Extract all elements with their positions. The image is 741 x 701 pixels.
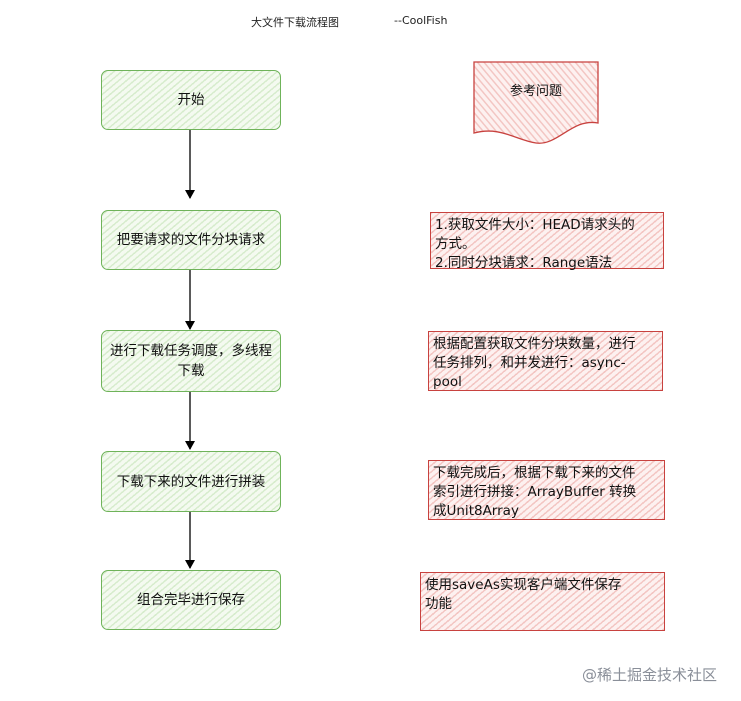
step-save-label: 组合完毕进行保存	[137, 592, 245, 608]
watermark: @稀土掘金技术社区	[582, 666, 718, 684]
note-schedule: 根据配置获取文件分块数量，进行 任务排列，和并发进行：async- pool	[428, 331, 663, 391]
step-start: 开始	[101, 70, 281, 130]
note-1-line-2: 方式。	[435, 236, 476, 252]
step-assemble: 下载下来的文件进行拼装	[101, 451, 281, 512]
step-start-label: 开始	[177, 92, 205, 108]
reference-document-shape	[473, 61, 599, 144]
note-2-line-2: 任务排列，和并发进行：async-	[433, 355, 626, 371]
note-1-line-3: 2.同时分块请求：Range语法	[435, 255, 613, 271]
step-save: 组合完毕进行保存	[101, 570, 281, 630]
step-chunk-request-label: 把要请求的文件分块请求	[116, 232, 266, 248]
step-schedule-download: 进行下载任务调度，多线程下载	[101, 330, 281, 392]
note-4-line-2: 功能	[425, 596, 452, 612]
note-3-line-2: 索引进行拼接：ArrayBuffer 转换	[433, 484, 637, 500]
note-assemble: 下载完成后，根据下载下来的文件 索引进行拼接：ArrayBuffer 转换 成U…	[428, 460, 665, 520]
diagram-title: 大文件下载流程图	[251, 16, 339, 29]
note-1-line-1: 1.获取文件大小：HEAD请求头的	[435, 217, 635, 233]
note-4-line-1: 使用saveAs实现客户端文件保存	[425, 577, 622, 593]
note-save: 使用saveAs实现客户端文件保存 功能	[420, 572, 665, 631]
reference-label: 参考问题	[509, 84, 562, 99]
note-chunk-request: 1.获取文件大小：HEAD请求头的 方式。 2.同时分块请求：Range语法	[430, 212, 664, 271]
author-label: --CoolFish	[394, 14, 448, 27]
step-assemble-label: 下载下来的文件进行拼装	[116, 473, 266, 490]
note-3-line-3: 成Unit8Array	[433, 503, 519, 519]
step-chunk-request: 把要请求的文件分块请求	[101, 210, 281, 270]
note-2-line-3: pool	[433, 374, 462, 390]
note-2-line-1: 根据配置获取文件分块数量，进行	[433, 336, 636, 352]
step-schedule-download-label: 进行下载任务调度，多线程下载	[110, 343, 272, 379]
note-3-line-1: 下载完成后，根据下载下来的文件	[433, 465, 636, 481]
